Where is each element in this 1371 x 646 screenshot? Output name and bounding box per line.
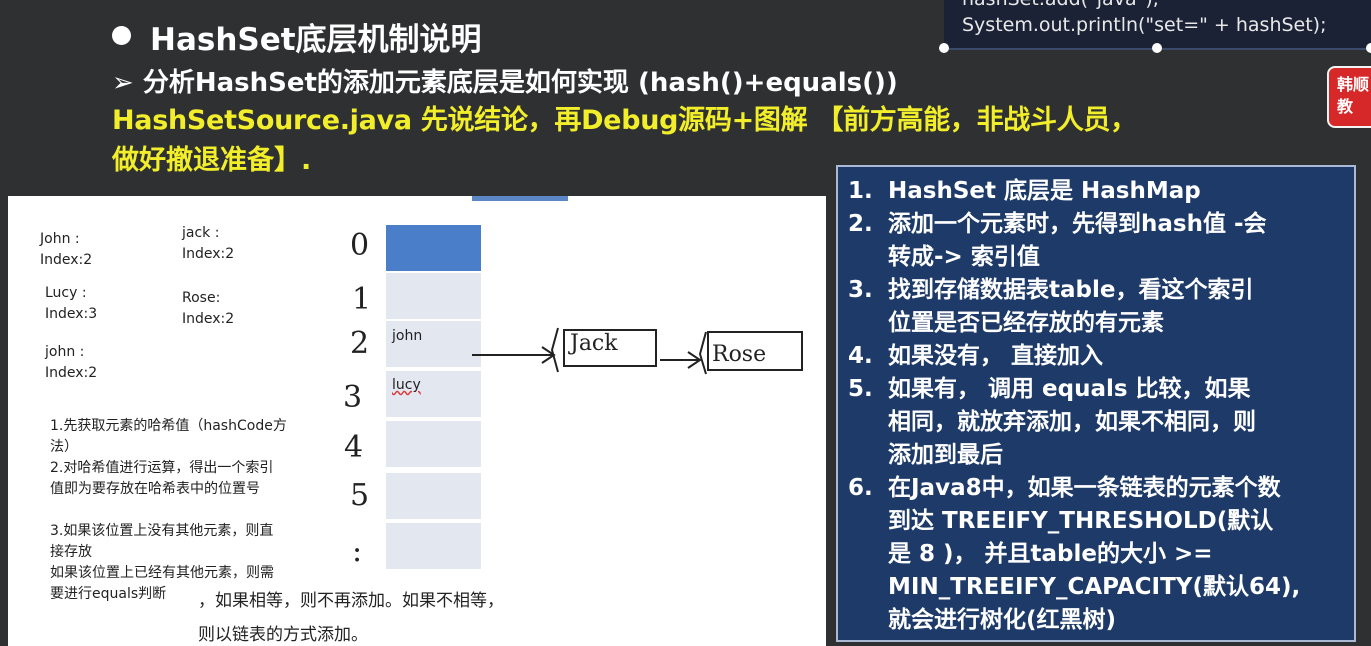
arrow-to-jack: [472, 346, 556, 364]
index-5: 5: [350, 478, 370, 513]
slide-title: HashSet底层机制说明: [150, 22, 482, 58]
note-label: John :: [40, 231, 80, 247]
note-index: Index:2: [45, 365, 98, 381]
steps-tail-1: ，如果相等，则不再添加。如果不相等，: [198, 591, 504, 611]
selection-handle[interactable]: [1152, 43, 1162, 53]
index-3: 3: [343, 380, 363, 415]
item-text: HashSet 底层是 HashMap: [888, 178, 1201, 204]
note-jack: jack : Index:2: [182, 223, 234, 265]
highlight-line-1: HashSetSource.java 先说结论，再Debug源码+图解 【前方高…: [112, 105, 1137, 136]
note-rose: Rose: Index:2: [182, 288, 234, 330]
table-slot-3: [386, 371, 481, 419]
logo-text-1: 韩顺: [1337, 75, 1370, 94]
note-label: jack :: [182, 225, 220, 241]
step-line: [50, 500, 287, 521]
index-0: 0: [350, 228, 370, 263]
node-jack: Jack: [570, 331, 618, 356]
item-text: 如果有， 调用 equals 比较，如果 相同，就放弃添加，如果不相同，则 添加…: [888, 376, 1256, 468]
table-slot-5: [386, 473, 481, 521]
index-2: 2: [350, 326, 370, 361]
selection-handle[interactable]: [939, 43, 949, 53]
brand-logo: 韩顺 教: [1327, 66, 1371, 128]
item-text: 在Java8中，如果一条链表的元素个数 到达 TREEIFY_THRESHOLD…: [888, 475, 1301, 633]
arrow-to-rose: [660, 351, 702, 369]
step-line: 法）: [50, 439, 78, 455]
bullet-icon: [112, 26, 131, 45]
item-number: 3.: [848, 277, 873, 303]
index-more: :: [352, 534, 363, 569]
step-line: 要进行equals判断: [50, 586, 167, 602]
code-line-2: System.out.println("set=" + hashSet);: [962, 14, 1327, 36]
table-slot-6: [386, 523, 481, 571]
step-line: 如果该位置上已经有其他元素，则需: [50, 565, 274, 581]
linked-chain-diagram: [472, 327, 803, 375]
note-lucy: Lucy : Index:3: [45, 283, 97, 325]
steps-tail-2: 则以链表的方式添加。: [198, 625, 368, 645]
slot-3-value: lucy: [392, 377, 421, 393]
item-number: 4.: [848, 343, 873, 369]
logo-text-2: 教: [1337, 97, 1354, 116]
rose-node-left: [698, 331, 707, 375]
step-line: 3.如果该位置上没有其他元素，则直: [50, 523, 274, 539]
step-line: 接存放: [50, 544, 92, 560]
item-text: 添加一个元素时，先得到hash值 -会 转成-> 索引值: [888, 211, 1267, 270]
item-number: 6.: [848, 475, 873, 501]
index-1: 1: [352, 282, 372, 317]
selection-handle[interactable]: [1366, 43, 1371, 53]
note-john-a: John : Index:2: [40, 229, 92, 271]
table-slot-2: [386, 321, 481, 369]
step-line: 值即为要存放在哈希表中的位置号: [50, 481, 260, 497]
item-number: 1.: [848, 178, 873, 204]
step-line: 2.对哈希值进行运算，得出一个索引: [50, 460, 274, 476]
whiteboard-tab-indicator: [472, 196, 568, 201]
jack-node-box: [563, 329, 657, 367]
item-number: 5.: [848, 376, 873, 402]
note-label: Lucy :: [45, 285, 87, 301]
slide-subtitle: ➢ 分析HashSet的添加元素底层是如何实现 (hash()+equals()…: [112, 68, 898, 98]
node-rose: Rose: [712, 342, 767, 367]
slot-2-value: john: [392, 328, 423, 344]
note-index: Index:2: [182, 246, 235, 262]
note-label: Rose:: [182, 290, 221, 306]
code-snippet: hashSet.add("java"); System.out.println(…: [944, 0, 1371, 50]
note-index: Index:2: [182, 311, 235, 327]
note-label: john :: [45, 344, 85, 360]
item-text: 找到存储数据表table，看这个索引 位置是否已经存放的有元素: [888, 277, 1254, 336]
note-index: Index:2: [40, 252, 93, 268]
steps-text: 1.先获取元素的哈希值（hashCode方 法） 2.对哈希值进行运算，得出一个…: [50, 416, 287, 605]
highlight-line-2: 做好撤退准备】.: [112, 145, 312, 176]
item-number: 2.: [848, 211, 873, 237]
code-line-1: hashSet.add("java");: [962, 0, 1159, 10]
table-slot-4: [386, 421, 481, 469]
summary-panel: 1. HashSet 底层是 HashMap 2. 添加一个元素时，先得到has…: [836, 165, 1356, 642]
note-john-b: john : Index:2: [45, 342, 97, 384]
step-line: 1.先获取元素的哈希值（hashCode方: [50, 418, 287, 434]
jack-node-left: [550, 327, 559, 373]
item-text: 如果没有， 直接加入: [888, 343, 1104, 369]
table-slot-1: [386, 273, 481, 321]
table-slot-0: [386, 225, 481, 273]
index-4: 4: [344, 430, 364, 465]
rose-node-box: [707, 331, 803, 371]
note-index: Index:3: [45, 306, 98, 322]
